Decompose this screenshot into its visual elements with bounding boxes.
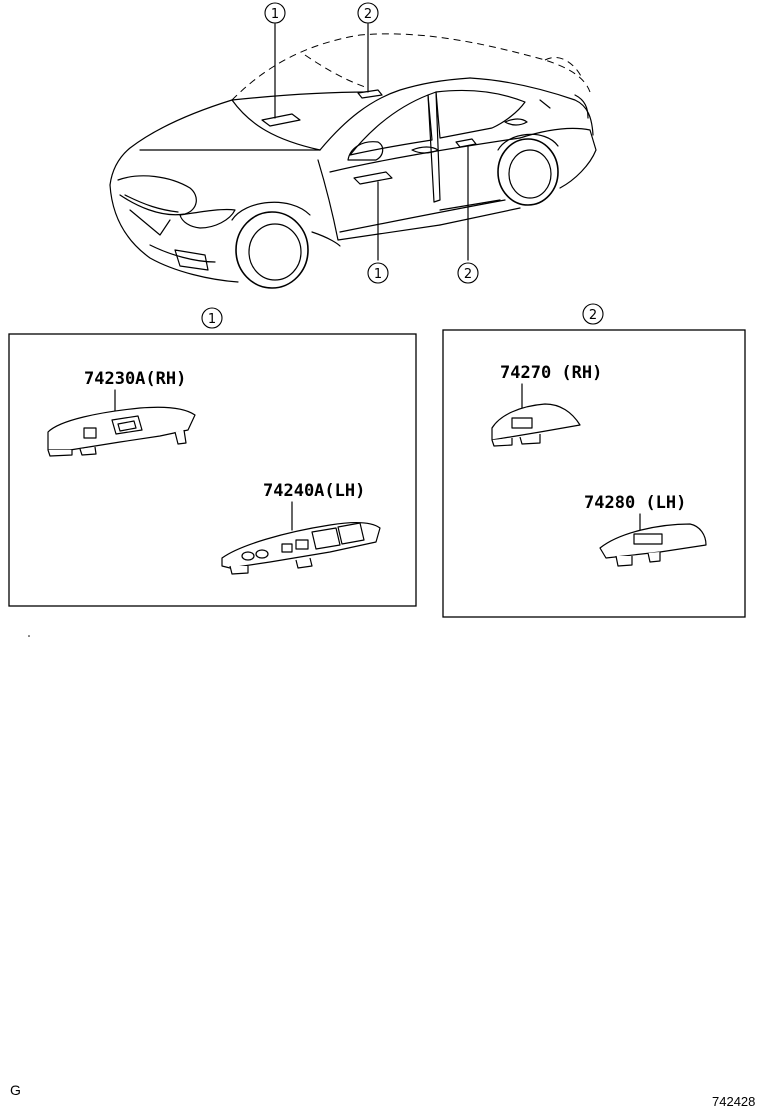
- switch-panel-74270: [491, 403, 581, 447]
- group-1-callout: 1: [201, 307, 223, 329]
- car-illustration: [109, 23, 597, 289]
- switch-panel-74280: [599, 523, 707, 567]
- part-label-74280: 74280 (LH): [584, 493, 686, 513]
- callout-2-top: 2: [357, 2, 379, 24]
- part-label-74230A: 74230A(RH): [84, 369, 186, 389]
- switch-panel-74230A: [47, 406, 196, 457]
- svg-text:2: 2: [589, 308, 597, 323]
- svg-text:2: 2: [464, 267, 472, 282]
- svg-text:1: 1: [374, 267, 382, 282]
- part-label-74240A: 74240A(LH): [263, 481, 365, 501]
- group-2-box: [442, 329, 746, 618]
- speck: [28, 635, 30, 637]
- svg-text:1: 1: [271, 7, 279, 22]
- part-label-74270: 74270 (RH): [500, 363, 602, 383]
- group-2-callout: 2: [582, 303, 604, 325]
- callout-1-bottom: 1: [367, 262, 389, 284]
- footer-right-code: 742428: [712, 1094, 756, 1109]
- footer-left-code: G: [10, 1082, 21, 1098]
- svg-text:2: 2: [364, 7, 372, 22]
- svg-text:1: 1: [208, 312, 216, 327]
- callout-2-bottom: 2: [457, 262, 479, 284]
- callout-1-top: 1: [264, 2, 286, 24]
- group-1-box: [8, 333, 417, 607]
- switch-panel-74240A: [221, 522, 381, 575]
